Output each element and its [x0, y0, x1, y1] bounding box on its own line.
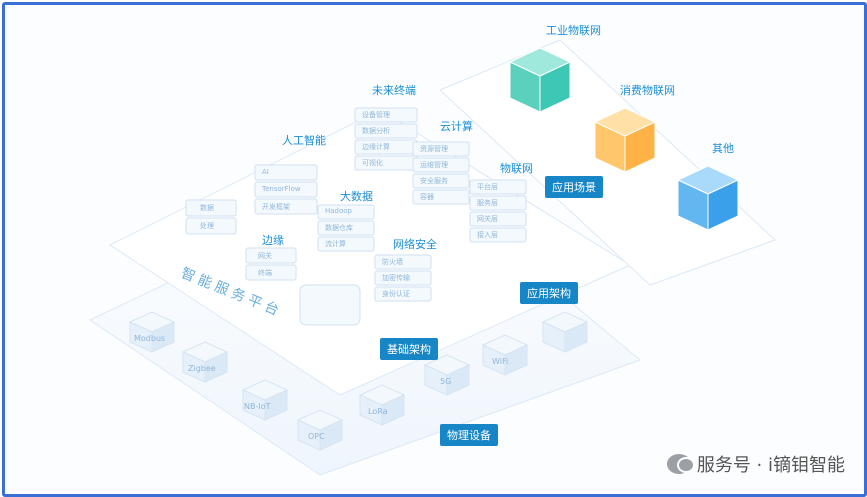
stack-future-3: 可视化: [362, 159, 383, 167]
section-label-iot: 物联网: [500, 162, 533, 175]
stack-iot-3: 接入层: [477, 231, 498, 239]
stack-cloud-2: 安全服务: [420, 177, 448, 185]
layer-tag-base: 基础架构: [380, 338, 438, 360]
layer-tag-app-arch: 应用架构: [520, 282, 578, 304]
stack-left-0: 数据: [200, 204, 214, 212]
stack-security-2: 身份认证: [382, 290, 410, 298]
stack-iot-0: 平台层: [477, 183, 498, 191]
section-label-cloud: 云计算: [440, 120, 473, 133]
device-label-6: WiFi: [492, 357, 509, 366]
stack-ai-2: 开发框架: [262, 203, 290, 211]
stack-iot-2: 网关层: [477, 215, 498, 223]
section-label-industrial: 工业物联网: [546, 24, 601, 37]
device-label-2: NB-IoT: [244, 402, 271, 411]
device-label-1: Zigbee: [188, 364, 216, 373]
layer-tag-physical: 物理设备: [440, 424, 498, 446]
device-label-5: 5G: [440, 377, 452, 386]
stack-cloud-1: 运维管理: [420, 161, 448, 169]
device-cube-extra: [541, 311, 589, 353]
stack-bigdata-0: Hadoop: [325, 207, 353, 215]
cube-other: [676, 165, 740, 231]
wechat-icon: [666, 454, 695, 474]
cube-industrial: [508, 47, 572, 113]
section-label-edge: 边缘: [262, 234, 284, 247]
section-label-bigdata: 大数据: [340, 190, 373, 203]
stack-iot-1: 服务层: [477, 199, 498, 207]
stack-future-1: 数据分析: [362, 127, 390, 135]
stack-edge-1: 终端: [258, 269, 272, 277]
stack-future-0: 设备管理: [362, 111, 390, 119]
device-label-0: Modbus: [134, 334, 166, 343]
section-label-future: 未来终端: [372, 84, 416, 97]
layer-tag-scenarios: 应用场景: [545, 176, 603, 198]
section-label-security: 网络安全: [393, 238, 437, 251]
stack-slabs: [185, 107, 527, 326]
cube-consumer: [593, 107, 657, 173]
stack-ai-0: AI: [262, 168, 269, 176]
device-cube-nbiot: [241, 379, 289, 421]
device-label-3: OPC: [308, 432, 325, 441]
section-label-ai: 人工智能: [282, 134, 326, 147]
device-cube-lora: [358, 384, 406, 426]
watermark: 服务号 · i镝钼智能: [666, 451, 845, 477]
section-label-consumer: 消费物联网: [620, 84, 675, 97]
stack-security-0: 防火墙: [382, 258, 403, 266]
stack-left-1: 处理: [200, 222, 214, 230]
device-label-4: LoRa: [368, 407, 388, 416]
stack-future-2: 边缘计算: [362, 143, 390, 151]
stack-ai-1: TensorFlow: [262, 185, 301, 193]
stack-cloud-0: 资源管理: [420, 145, 448, 153]
section-label-other: 其他: [712, 142, 734, 155]
stack-bigdata-1: 数据仓库: [325, 224, 353, 232]
device-cube-modbus: [128, 311, 176, 353]
device-cube-5g: [423, 354, 471, 396]
watermark-text: 服务号 · i镝钼智能: [696, 455, 845, 476]
stack-edge-0: 网关: [258, 252, 272, 260]
stack-bigdata-2: 流计算: [325, 240, 346, 248]
device-cube-opc: [296, 409, 344, 451]
stack-cloud-3: 容器: [420, 193, 434, 201]
device-cube-zigbee: [181, 341, 229, 383]
device-cube-wifi: [481, 334, 529, 376]
stack-security-1: 加密传输: [382, 274, 410, 282]
device-cubes: [128, 311, 589, 451]
